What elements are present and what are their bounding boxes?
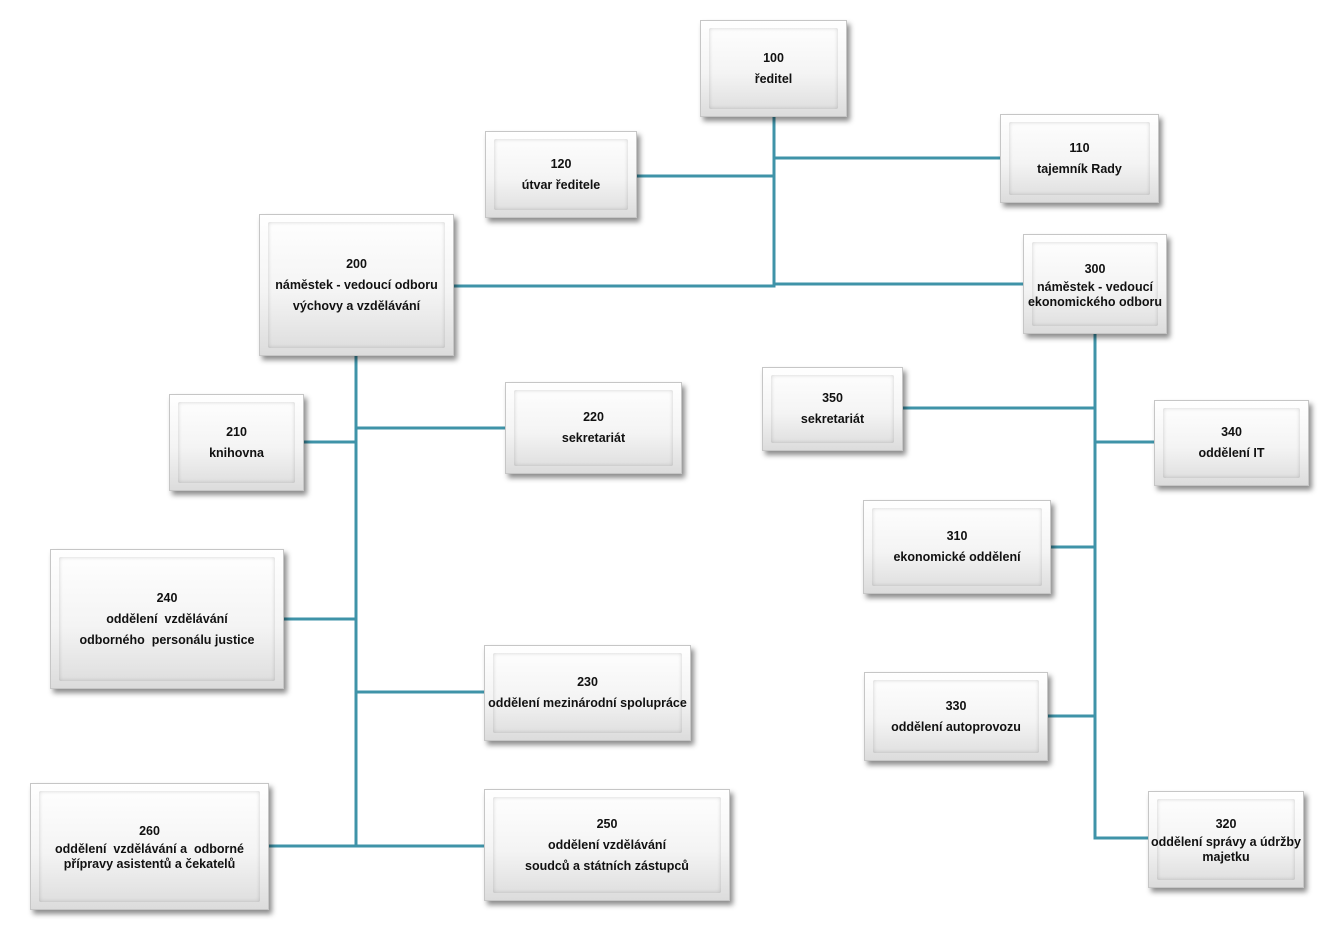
unit-name-line-2: majetku [1202, 850, 1250, 864]
unit-name-line-2: ekonomického odboru [1027, 294, 1163, 309]
unit-name: tajemník Rady [1037, 161, 1122, 176]
org-unit-300: 300 náměstek - vedoucí ekonomického odbo… [1023, 234, 1167, 334]
unit-code: 350 [822, 391, 843, 405]
org-unit-340: 340 oddělení IT [1154, 400, 1309, 486]
org-unit-230: 230 oddělení mezinárodní spolupráce [484, 645, 691, 741]
org-unit-260: 260 oddělení vzdělávání a odborné přípra… [30, 783, 269, 910]
unit-name: sekretariát [800, 412, 865, 426]
org-unit-330: 330 oddělení autoprovozu [864, 672, 1048, 761]
org-unit-320: 320 oddělení správy a údržby majetku [1148, 791, 1304, 888]
unit-code: 310 [946, 529, 968, 543]
unit-name: ředitel [754, 71, 793, 86]
unit-code: 330 [945, 698, 967, 713]
unit-name: oddělení IT [1198, 446, 1265, 460]
org-unit-350: 350 sekretariát [762, 367, 903, 451]
unit-code: 240 [156, 590, 178, 605]
unit-code: 300 [1084, 261, 1106, 276]
unit-code: 100 [763, 50, 784, 65]
org-unit-240: 240 oddělení vzdělávání odborného person… [50, 549, 284, 689]
unit-name: knihovna [209, 445, 264, 460]
unit-name: útvar ředitele [521, 177, 601, 192]
unit-code: 220 [583, 410, 604, 424]
org-unit-310: 310 ekonomické oddělení [863, 500, 1051, 594]
org-unit-100: 100 ředitel [700, 20, 847, 117]
unit-name-line-1: oddělení vzdělávání [106, 611, 228, 626]
unit-code: 110 [1069, 140, 1090, 155]
unit-code: 250 [596, 816, 618, 831]
org-unit-250: 250 oddělení vzdělávání soudců a státníc… [484, 789, 730, 901]
unit-name-line-2: přípravy asistentů a čekatelů [63, 857, 236, 871]
unit-name-line-2: výchovy a vzdělávání [292, 298, 421, 313]
unit-name: sekretariát [561, 431, 626, 445]
unit-name-line-2: soudců a státních zástupců [525, 858, 689, 873]
unit-name-line-2: odborného personálu justice [79, 632, 255, 647]
unit-code: 230 [577, 675, 598, 689]
unit-name: ekonomické oddělení [893, 550, 1021, 564]
org-unit-120: 120 útvar ředitele [485, 131, 637, 218]
unit-name-line-1: náměstek - vedoucí [1036, 279, 1153, 294]
unit-code: 210 [226, 424, 247, 439]
unit-name: oddělení autoprovozu [891, 719, 1021, 734]
unit-code: 260 [139, 824, 160, 838]
unit-name-line-1: oddělení vzdělávání [547, 837, 667, 852]
org-unit-220: 220 sekretariát [505, 382, 682, 474]
unit-code: 120 [550, 156, 572, 171]
org-unit-210: 210 knihovna [169, 394, 304, 491]
unit-name-line-1: náměstek - vedoucí odboru [275, 277, 438, 292]
unit-name-line-1: oddělení vzdělávání a odborné [55, 842, 244, 856]
unit-code: 320 [1215, 817, 1237, 831]
unit-code: 340 [1221, 425, 1242, 439]
org-unit-200: 200 náměstek - vedoucí odboru výchovy a … [259, 214, 454, 356]
org-unit-110: 110 tajemník Rady [1000, 114, 1159, 203]
unit-code: 200 [346, 256, 367, 271]
unit-name-line-1: oddělení správy a údržby [1150, 835, 1302, 849]
unit-name: oddělení mezinárodní spolupráce [488, 696, 687, 710]
